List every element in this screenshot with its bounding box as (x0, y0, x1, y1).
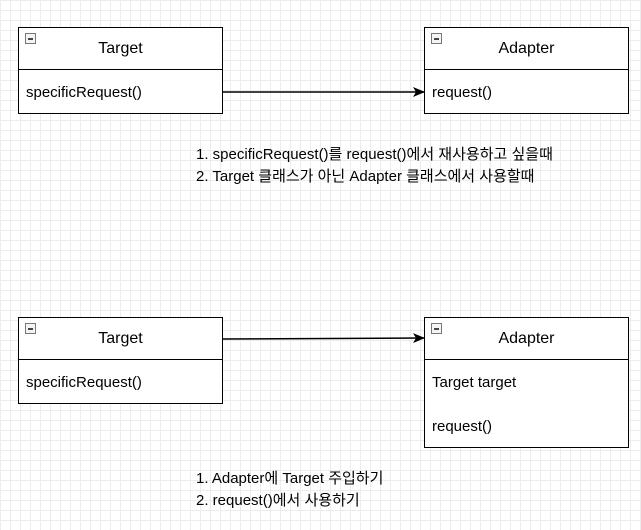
top-adapter-name: Adapter (498, 39, 555, 57)
top-adapter-header: Adapter (425, 28, 628, 70)
top-target-name: Target (98, 39, 143, 57)
top-target-header: Target (19, 28, 222, 70)
top-adapter-class[interactable]: Adapter request() (424, 27, 629, 114)
bottom-note-line-2: 2. request()에서 사용하기 (196, 492, 360, 509)
top-note-line-2: 2. Target 클래스가 아닌 Adapter 클래스에서 사용할때 (196, 168, 535, 185)
bottom-note-line-1: 1. Adapter에 Target 주입하기 (196, 470, 384, 487)
collapse-icon[interactable] (25, 33, 36, 44)
top-note: 1. specificRequest()를 request()에서 재사용하고 … (196, 144, 553, 188)
bottom-association-arrow[interactable] (221, 333, 425, 344)
bottom-target-class[interactable]: Target specificRequest() (18, 317, 223, 404)
bottom-target-name: Target (98, 329, 143, 347)
collapse-icon[interactable] (25, 323, 36, 334)
top-adapter-method: request() (432, 84, 493, 101)
bottom-adapter-name: Adapter (498, 329, 555, 347)
bottom-target-header: Target (19, 318, 222, 360)
top-target-class[interactable]: Target specificRequest() (18, 27, 223, 114)
bottom-adapter-class[interactable]: Adapter Target target request() (424, 317, 629, 448)
bottom-adapter-field: Target target (432, 374, 517, 391)
top-target-method: specificRequest() (26, 84, 142, 101)
bottom-target-method: specificRequest() (26, 374, 142, 391)
top-note-line-1: 1. specificRequest()를 request()에서 재사용하고 … (196, 146, 553, 163)
collapse-icon[interactable] (431, 33, 442, 44)
collapse-icon[interactable] (431, 323, 442, 334)
bottom-note: 1. Adapter에 Target 주입하기 2. request()에서 사… (196, 468, 383, 512)
bottom-adapter-header: Adapter (425, 318, 628, 360)
bottom-adapter-method: request() (432, 418, 493, 435)
